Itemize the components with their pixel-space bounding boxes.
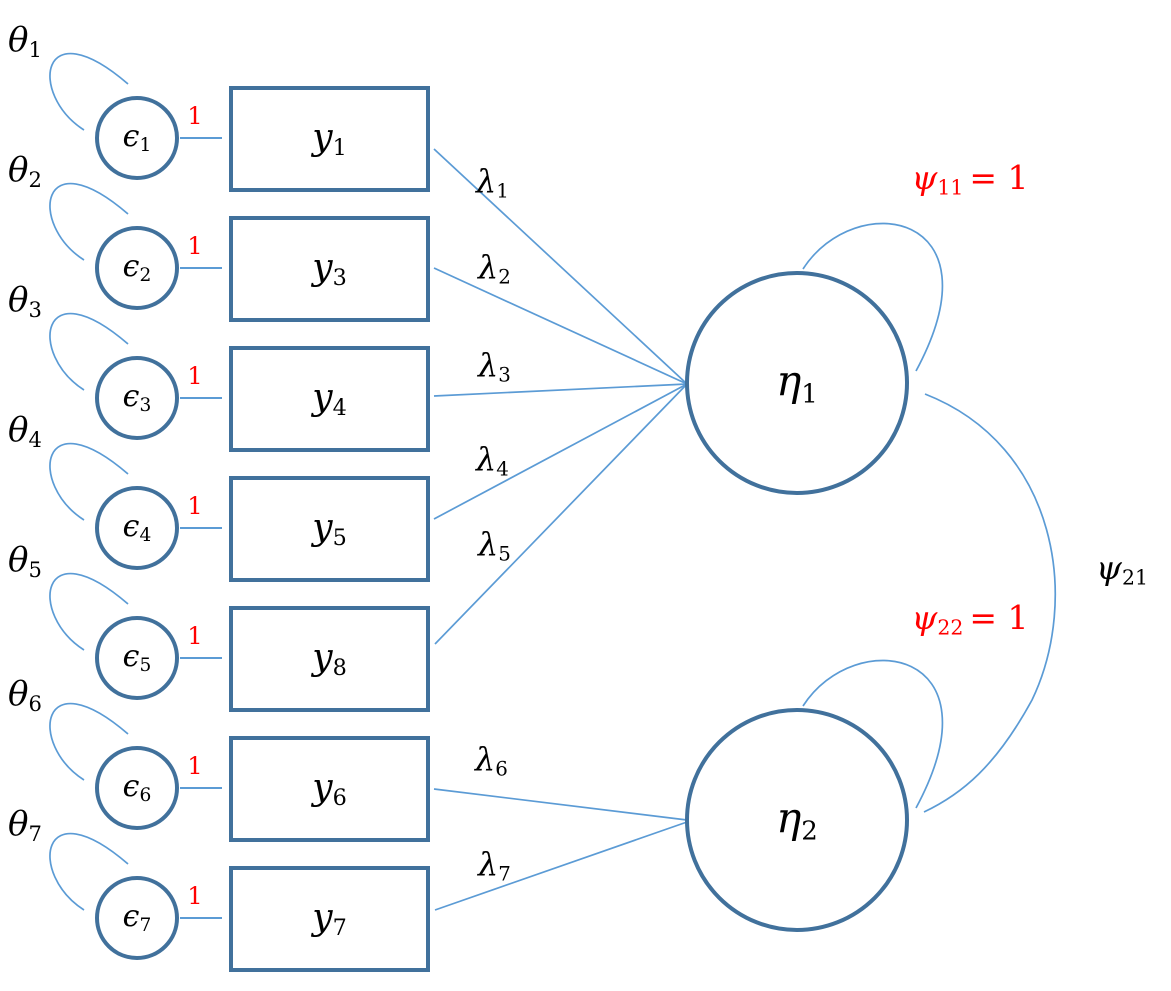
- y5-label: y5: [312, 506, 347, 552]
- eps2-label: ϵ2: [122, 249, 152, 287]
- indicator-y8: y8: [229, 606, 430, 712]
- psi11-loop: [802, 222, 944, 372]
- eps6-node: ϵ6: [95, 746, 179, 830]
- theta6-loop: [49, 702, 129, 781]
- fixed-weight7-label: 1: [187, 882, 203, 910]
- factor-eta1: η1: [685, 271, 909, 495]
- y1-label: y1: [312, 116, 347, 162]
- factor-variance-loops: [802, 222, 944, 809]
- eps6-label: ϵ6: [122, 769, 152, 807]
- indicator-y6: y6: [229, 736, 430, 842]
- y7-label: y7: [312, 896, 347, 942]
- eps3-label: ϵ3: [122, 379, 152, 417]
- y6-label: y6: [312, 766, 347, 812]
- lambda6-label: λ6: [475, 740, 508, 781]
- y8-label: y8: [312, 636, 347, 682]
- psi11-variance-label: ψ11= 1: [911, 158, 1029, 200]
- theta1-label: θ1: [8, 20, 42, 62]
- y3-label: y3: [312, 246, 347, 292]
- theta4-loop: [49, 442, 129, 521]
- eta2-label: η2: [776, 793, 818, 847]
- factor-eta2: η2: [685, 708, 909, 932]
- theta5-loop: [49, 572, 129, 651]
- theta1-loop: [49, 52, 129, 131]
- fixed-weight3-label: 1: [187, 362, 203, 390]
- error-to-indicator-arrows: [180, 137, 222, 919]
- lambda6-arrow: [433, 788, 688, 821]
- theta4-label: θ4: [8, 410, 42, 452]
- indicator-y5: y5: [229, 476, 430, 582]
- indicator-y1: y1: [229, 86, 430, 192]
- psi22-loop: [802, 659, 944, 809]
- eps1-label: ϵ1: [122, 119, 152, 157]
- eps3-node: ϵ3: [95, 356, 179, 440]
- lambda1-label: λ1: [476, 162, 509, 203]
- theta7-loop: [49, 832, 129, 911]
- lambda7-label: λ7: [478, 845, 511, 886]
- lambda4-arrow: [433, 383, 688, 520]
- theta2-label: θ2: [8, 150, 42, 192]
- fixed-weight2-label: 1: [187, 232, 203, 260]
- eps4-label: ϵ4: [122, 509, 152, 547]
- eps7-label: ϵ7: [122, 899, 152, 937]
- lambda5-arrow: [434, 383, 688, 645]
- eps5-node: ϵ5: [95, 616, 179, 700]
- eps2-node: ϵ2: [95, 226, 179, 310]
- y4-label: y4: [312, 376, 347, 422]
- lambda7-arrow: [434, 821, 688, 911]
- lambda1-arrow: [433, 148, 688, 385]
- indicator-y7: y7: [229, 866, 430, 972]
- eps5-label: ϵ5: [122, 639, 152, 677]
- indicator-y3: y3: [229, 216, 430, 322]
- error-variance-loops: [49, 52, 129, 911]
- eps4-node: ϵ4: [95, 486, 179, 570]
- theta3-loop: [49, 312, 129, 391]
- indicator-y4: y4: [229, 346, 430, 452]
- eps1-node: ϵ1: [95, 96, 179, 180]
- psi22-variance-label: ψ22= 1: [911, 598, 1029, 640]
- lambda2-arrow: [433, 267, 688, 385]
- lambda2-label: λ2: [478, 248, 511, 289]
- theta3-label: θ3: [8, 280, 42, 322]
- loading-arrows: [433, 148, 688, 911]
- lambda4-label: λ4: [476, 440, 509, 481]
- theta5-label: θ5: [8, 540, 42, 582]
- lambda3-arrow: [433, 383, 688, 397]
- fixed-weight4-label: 1: [187, 492, 203, 520]
- psi21-covariance-arrow: [923, 393, 1056, 813]
- lambda5-label: λ5: [478, 525, 511, 566]
- eps7-node: ϵ7: [95, 876, 179, 960]
- fixed-weight6-label: 1: [187, 752, 203, 780]
- fixed-weight1-label: 1: [187, 102, 203, 130]
- theta7-label: θ7: [8, 804, 42, 846]
- psi21-covariance-label: ψ21: [1096, 548, 1148, 590]
- theta2-loop: [49, 182, 129, 261]
- theta6-label: θ6: [8, 674, 42, 716]
- eta1-label: η1: [776, 356, 818, 410]
- fixed-weight5-label: 1: [187, 622, 203, 650]
- lambda3-label: λ3: [478, 346, 511, 387]
